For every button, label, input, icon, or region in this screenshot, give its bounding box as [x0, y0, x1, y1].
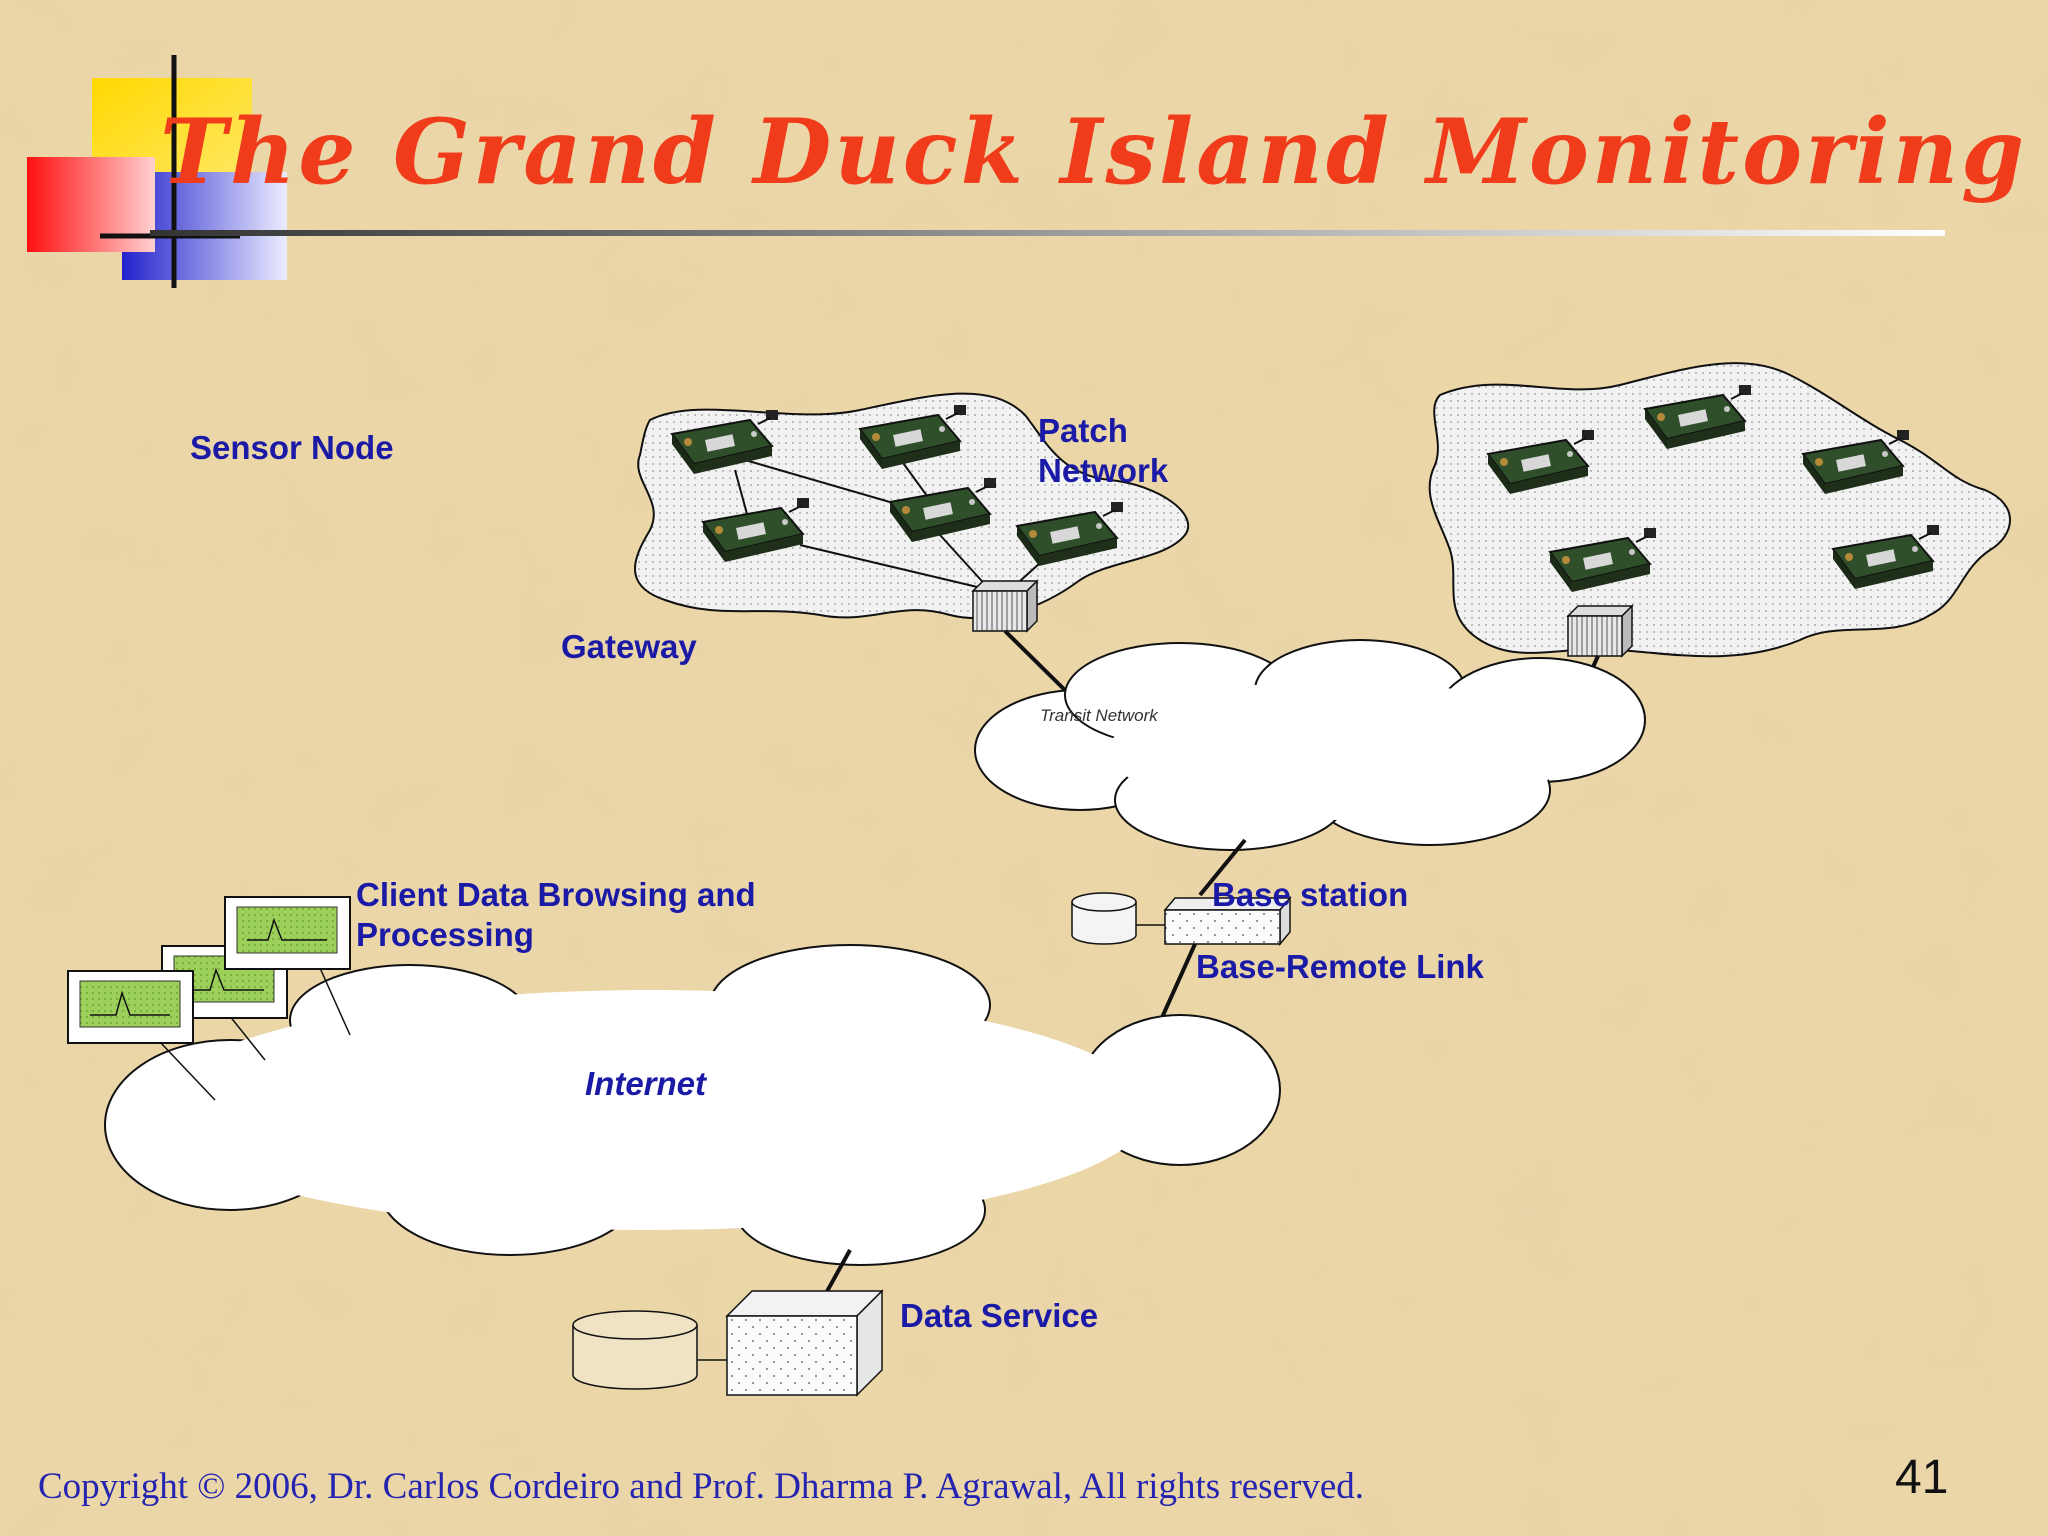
data-service-server [725, 1289, 884, 1397]
transit-network-cloud [974, 639, 1646, 851]
client-monitor [224, 896, 351, 970]
patch-network-label-line1: Patch [1038, 412, 1128, 449]
internet-cloud [104, 944, 1281, 1266]
gateway-1 [971, 579, 1039, 633]
slide-logo-squares [27, 55, 287, 288]
client-label-line2: Processing [356, 916, 534, 953]
patch-network-label-line2: Network [1038, 452, 1169, 489]
gateway-2 [1566, 604, 1634, 658]
gateway-label: Gateway [561, 628, 697, 665]
base-station [1163, 895, 1292, 947]
base-database-icon [1071, 892, 1137, 945]
transit-network-label: Transit Network [1040, 706, 1158, 725]
sensor-node-label: Sensor Node [190, 429, 394, 466]
base-remote-link-label: Base-Remote Link [1196, 948, 1484, 985]
data-service-label: Data Service [900, 1297, 1099, 1334]
internet-label: Internet [585, 1065, 707, 1102]
page-number: 41 [1895, 1451, 1949, 1504]
base-station-label: Base station [1212, 876, 1409, 913]
client-label-line1: Client Data Browsing and [356, 876, 756, 913]
client-monitor [67, 970, 194, 1044]
slide-title: The Grand Duck Island Monitoring Netwo [160, 99, 2040, 205]
copyright-footer: Copyright © 2006, Dr. Carlos Cordeiro an… [38, 1466, 1365, 1507]
data-service-database-icon [572, 1310, 698, 1390]
title-rule [150, 230, 1945, 236]
